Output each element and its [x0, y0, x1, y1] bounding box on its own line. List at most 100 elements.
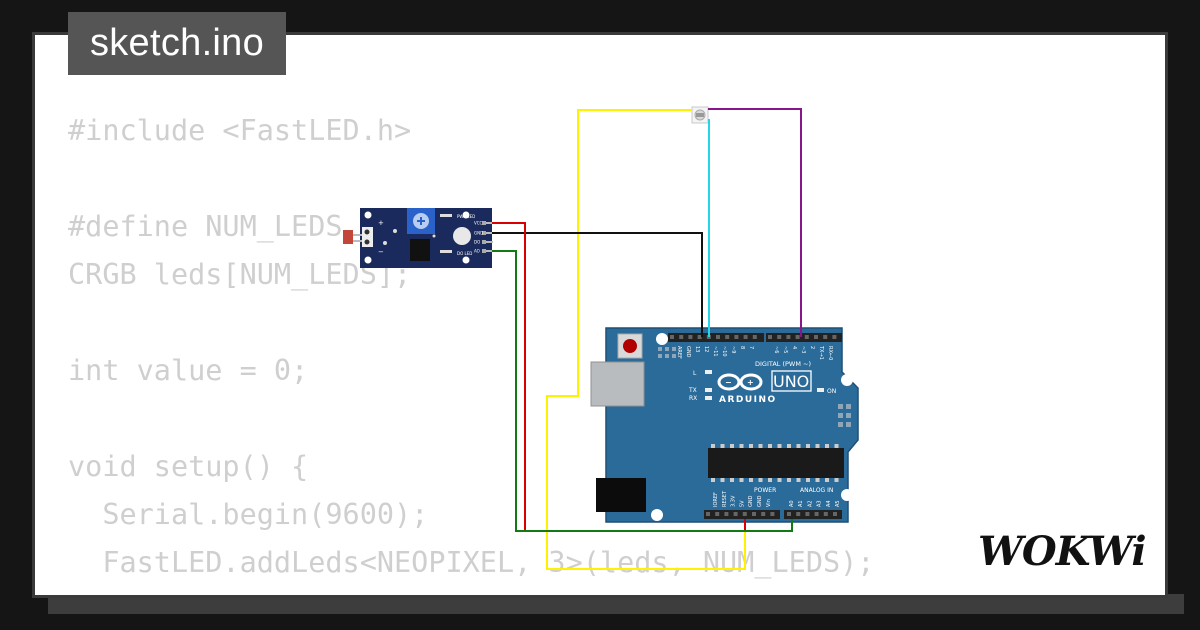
pin-hole[interactable]	[725, 335, 730, 339]
code-line: FastLED.addLeds<NEOPIXEL, 3>(leds, NUM_L…	[68, 546, 875, 579]
sensor-pin[interactable]	[486, 241, 493, 243]
reset-button[interactable]	[623, 339, 637, 353]
mounting-hole	[462, 211, 470, 219]
sensor-pin-header	[482, 249, 486, 253]
analog-pin-label: A0	[789, 500, 795, 507]
chip-leg	[720, 444, 725, 448]
pin-hole[interactable]	[796, 512, 801, 516]
sensor-pin[interactable]	[486, 250, 493, 252]
on-led-label: ON	[827, 388, 836, 395]
pin-hole[interactable]	[777, 335, 782, 339]
pin-hole[interactable]	[688, 335, 693, 339]
photoresistor-lead	[353, 240, 362, 242]
purple-wire[interactable]	[708, 108, 802, 337]
analog-header	[784, 510, 842, 519]
polarity-plus: +	[378, 219, 384, 227]
power-pin-label: GND	[748, 495, 754, 507]
rgb-led[interactable]	[691, 106, 709, 124]
sensor-component	[383, 241, 387, 245]
wires	[492, 108, 802, 570]
pin-hole[interactable]	[832, 335, 837, 339]
usb-connector	[590, 361, 645, 407]
power-header	[704, 510, 780, 519]
arduino-brand: ARDUINO	[719, 395, 777, 405]
pin-hole[interactable]	[770, 512, 775, 516]
black-wire[interactable]	[492, 232, 703, 337]
sensor-pin[interactable]	[486, 222, 493, 224]
power-pin-label: 3.3V	[731, 495, 737, 507]
chip-legs	[711, 444, 839, 482]
model-frame	[771, 370, 812, 392]
pin-hole[interactable]	[814, 335, 818, 339]
sensor-pin[interactable]	[486, 232, 493, 234]
bottom-pin-holes	[706, 512, 837, 516]
pin-hole[interactable]	[823, 335, 828, 339]
chip-leg	[768, 444, 772, 448]
digital-pin-label: ~3	[800, 346, 806, 353]
pin-hole[interactable]	[814, 512, 819, 516]
digital-pin-label: 12	[703, 346, 709, 352]
pin-hole[interactable]	[742, 512, 747, 516]
pin-hole[interactable]	[670, 335, 674, 339]
pin-hole[interactable]	[743, 335, 748, 339]
atmega-chip	[708, 448, 844, 478]
code-line: #include <FastLED.h>	[68, 114, 412, 147]
sketch-filename: sketch.ino	[68, 12, 286, 75]
pin-hole[interactable]	[761, 512, 766, 516]
chip-leg	[787, 444, 791, 448]
digital-pin-label: ~9	[730, 346, 736, 353]
minus-glyph: −	[725, 378, 732, 387]
pin-hole[interactable]	[787, 512, 791, 516]
pin-hole[interactable]	[733, 512, 738, 516]
digital-pin-label: RX←0	[827, 346, 833, 360]
pin-hole[interactable]	[823, 512, 828, 516]
rx-led	[705, 396, 712, 400]
code-line: }	[68, 587, 874, 595]
chip-leg	[720, 478, 725, 482]
pin-hole[interactable]	[768, 335, 772, 339]
pin-hole[interactable]	[697, 335, 702, 339]
pin-hole[interactable]	[752, 512, 756, 516]
socket-hole	[364, 229, 370, 235]
chip-leg	[825, 444, 829, 448]
green-wire[interactable]	[492, 250, 793, 532]
digital-pin-label: 4	[791, 346, 797, 349]
pin-hole[interactable]	[715, 512, 720, 516]
arduino-infinity-icon	[717, 373, 763, 391]
analog-pin-label: A1	[798, 500, 804, 507]
pin-hole[interactable]	[833, 512, 837, 516]
digital-pin-label: ~6	[773, 346, 779, 353]
potentiometer-slot	[417, 217, 425, 225]
pin-hole[interactable]	[724, 512, 729, 516]
sensor-pin-label: GND	[474, 231, 483, 236]
mounting-hole	[364, 256, 372, 264]
chip-leg	[815, 478, 820, 482]
pin-hole[interactable]	[804, 335, 809, 339]
pin-hole[interactable]	[734, 335, 739, 339]
sensor-component	[432, 234, 436, 238]
pin-hole[interactable]	[795, 335, 800, 339]
chip-leg	[739, 478, 744, 482]
pin-hole[interactable]	[786, 335, 791, 339]
tx-led	[705, 388, 712, 392]
sensor-component	[440, 250, 452, 253]
code-line: void setup() {	[68, 450, 309, 483]
pin-hole[interactable]	[805, 512, 810, 516]
sensor-pin-label: AO	[474, 249, 480, 254]
pin-hole[interactable]	[679, 335, 684, 339]
card-shadow	[48, 594, 1184, 614]
chip-leg	[711, 478, 715, 482]
power-pin-label: Vin	[766, 499, 772, 507]
wokwi-logo-text: WOKWi	[978, 528, 1146, 575]
chip-leg	[777, 444, 782, 448]
yellow-wire[interactable]	[546, 109, 746, 570]
pin-hole[interactable]	[752, 335, 757, 339]
analog-label: ANALOG IN	[800, 487, 833, 494]
chip-leg	[787, 478, 791, 482]
pin-hole[interactable]	[706, 512, 710, 516]
pin-hole[interactable]	[716, 335, 720, 339]
